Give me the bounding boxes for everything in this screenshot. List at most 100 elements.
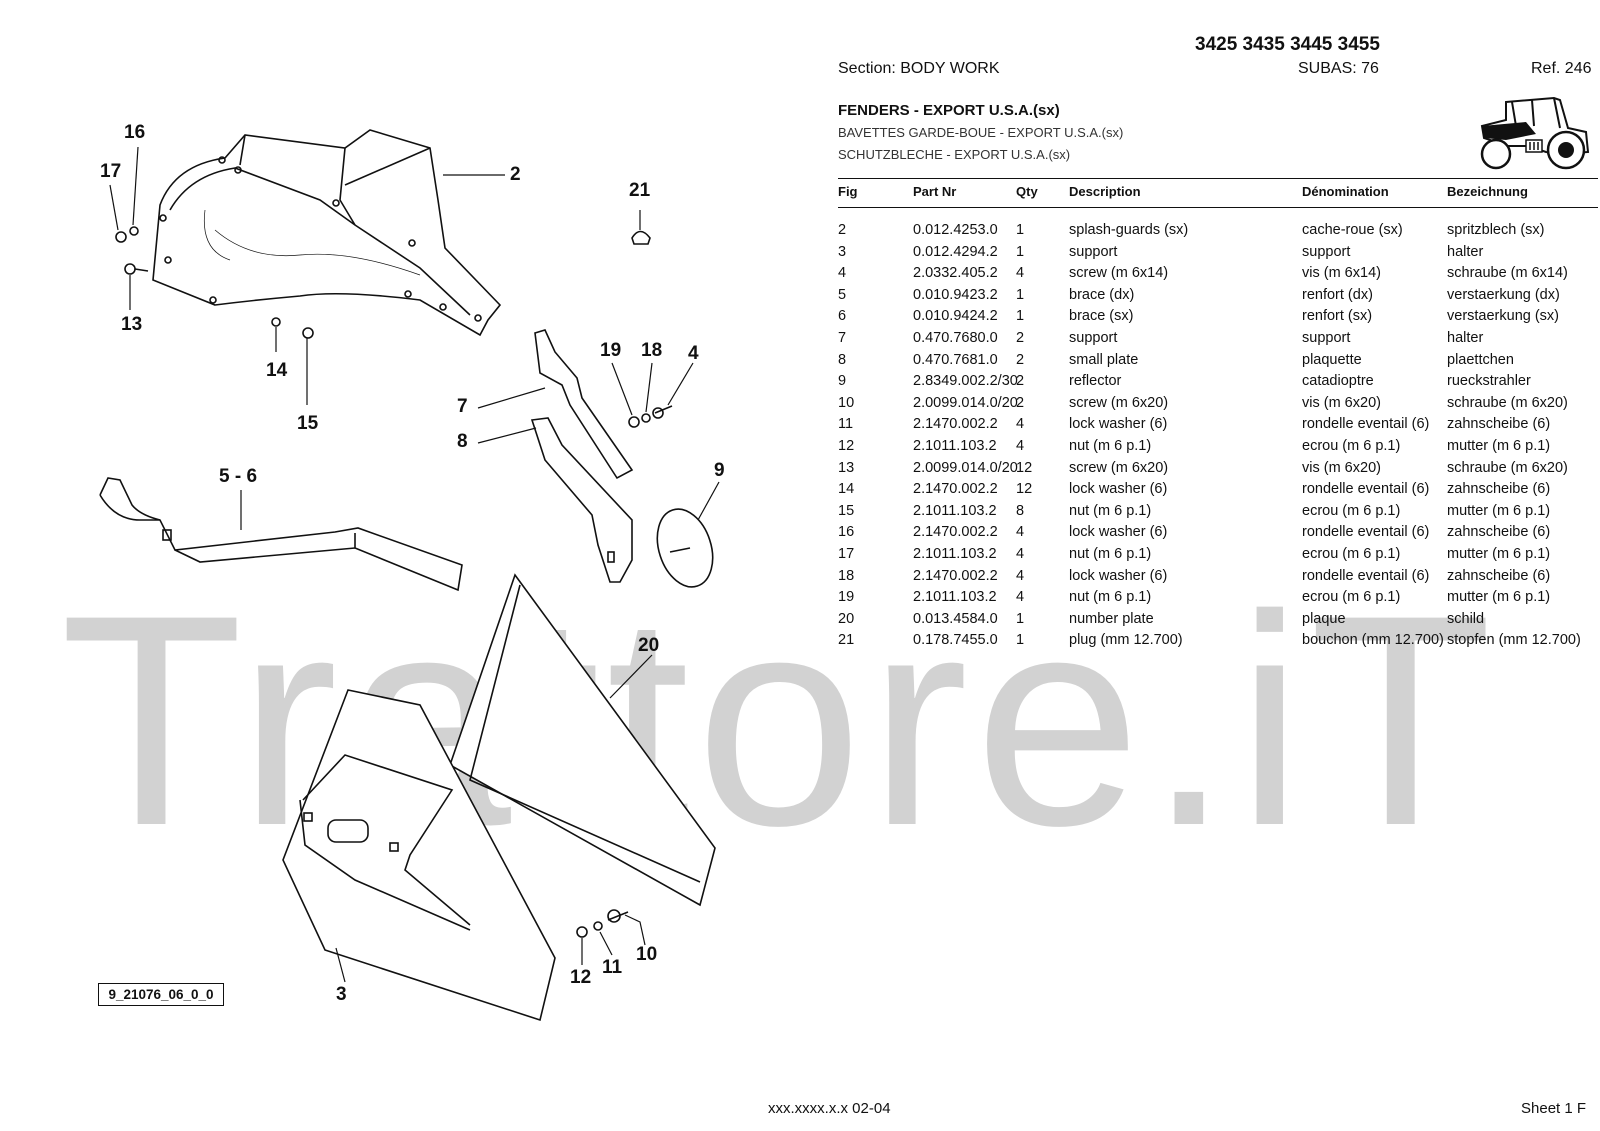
cell-description: nut (m 6 p.1) <box>1069 589 1152 606</box>
cell-denomination: renfort (sx) <box>1302 308 1373 325</box>
cell-denomination: plaque <box>1302 610 1346 627</box>
callout-19: 19 <box>600 340 622 361</box>
cell-description: screw (m 6x14) <box>1069 265 1169 282</box>
cell-fig: 21 <box>838 632 855 649</box>
cell-fig: 2 <box>838 222 847 238</box>
cell-description: screw (m 6x20) <box>1069 394 1169 411</box>
cell-description: nut (m 6 p.1) <box>1069 502 1152 519</box>
cell-fig: 8 <box>838 351 847 368</box>
cell-bezeichnung: schraube (m 6x20) <box>1447 394 1568 411</box>
callout-21: 21 <box>629 180 651 201</box>
reflector-drawing <box>656 508 714 588</box>
cell-part-nr: 2.1011.103.2 <box>913 502 997 519</box>
brace-drawing <box>99 477 463 592</box>
callout-14: 14 <box>266 360 288 381</box>
cell-fig: 4 <box>838 265 847 282</box>
callout-4: 4 <box>688 343 699 364</box>
callout-18: 18 <box>641 340 663 361</box>
callout-3: 3 <box>336 984 347 1005</box>
tractor-icon <box>1480 96 1590 170</box>
col-header-part-nr: Part Nr <box>913 184 957 199</box>
cell-qty: 1 <box>1016 286 1025 303</box>
cell-bezeichnung: verstaerkung (dx) <box>1447 286 1560 303</box>
cell-description: support <box>1069 330 1118 346</box>
subas-label: SUBAS: 76 <box>1298 60 1379 77</box>
cell-part-nr: 2.0099.014.0/20 <box>913 394 1018 411</box>
cell-part-nr: 2.1470.002.2 <box>913 481 998 498</box>
cell-qty: 4 <box>1016 546 1025 562</box>
sheet-label: Sheet 1 F <box>1521 1100 1587 1117</box>
cell-part-nr: 0.010.9424.2 <box>913 308 998 325</box>
cell-denomination: rondelle eventail (6) <box>1302 481 1430 498</box>
cell-fig: 10 <box>838 394 855 411</box>
callout-8: 8 <box>457 431 468 452</box>
cell-part-nr: 2.0099.014.0/20 <box>913 459 1018 476</box>
cell-qty: 8 <box>1016 502 1025 519</box>
col-header-denomination: Dénomination <box>1302 184 1389 199</box>
callout-17: 17 <box>100 161 122 182</box>
cell-fig: 11 <box>838 416 854 433</box>
number-plate-drawing <box>449 573 716 907</box>
cell-part-nr: 2.1011.103.2 <box>913 438 997 454</box>
cell-denomination: cache-roue (sx) <box>1302 222 1403 238</box>
cell-denomination: support <box>1302 330 1351 346</box>
cell-bezeichnung: rueckstrahler <box>1447 373 1531 390</box>
cell-bezeichnung: mutter (m 6 p.1) <box>1447 502 1551 519</box>
cell-description: lock washer (6) <box>1069 524 1168 541</box>
leader-lines <box>109 146 720 983</box>
cell-qty: 2 <box>1016 394 1025 411</box>
cell-fig: 9 <box>838 373 847 390</box>
cell-bezeichnung: schraube (m 6x20) <box>1447 459 1568 476</box>
cell-description: screw (m 6x20) <box>1069 459 1169 476</box>
callout-13: 13 <box>121 314 143 335</box>
cell-fig: 3 <box>838 243 847 260</box>
cell-part-nr: 0.010.9423.2 <box>913 286 998 303</box>
title-english: FENDERS - EXPORT U.S.A.(sx) <box>838 102 1060 119</box>
cell-qty: 12 <box>1016 459 1033 476</box>
cell-bezeichnung: schild <box>1447 610 1485 627</box>
figure-id-box: 9_21076_06_0_0 <box>98 983 224 1006</box>
cell-part-nr: 0.470.7681.0 <box>913 351 998 368</box>
cell-description: number plate <box>1069 610 1154 627</box>
cell-fig: 18 <box>838 567 855 584</box>
cell-qty: 4 <box>1016 265 1025 282</box>
cell-bezeichnung: halter <box>1447 243 1484 260</box>
cell-description: splash-guards (sx) <box>1069 222 1189 238</box>
support-drawing <box>530 329 634 583</box>
cell-denomination: ecrou (m 6 p.1) <box>1302 546 1401 562</box>
cell-part-nr: 0.013.4584.0 <box>913 610 998 627</box>
cell-bezeichnung: zahnscheibe (6) <box>1447 416 1551 433</box>
cell-qty: 4 <box>1016 416 1025 433</box>
cell-bezeichnung: spritzblech (sx) <box>1447 222 1545 238</box>
cell-bezeichnung: mutter (m 6 p.1) <box>1447 546 1551 562</box>
cell-qty: 4 <box>1016 589 1025 606</box>
cell-bezeichnung: plaettchen <box>1447 351 1514 368</box>
cell-qty: 2 <box>1016 373 1025 390</box>
col-header-bezeichnung: Bezeichnung <box>1447 184 1528 199</box>
callout-11: 11 <box>602 957 623 978</box>
cell-qty: 4 <box>1016 438 1025 454</box>
cell-part-nr: 0.012.4294.2 <box>913 243 998 260</box>
cell-denomination: plaquette <box>1302 351 1362 368</box>
cell-part-nr: 2.1011.103.2 <box>913 589 997 606</box>
cell-denomination: rondelle eventail (6) <box>1302 567 1430 584</box>
cell-denomination: rondelle eventail (6) <box>1302 416 1430 433</box>
cell-fig: 19 <box>838 589 855 606</box>
cell-qty: 12 <box>1016 481 1033 498</box>
cell-description: support <box>1069 243 1118 260</box>
cell-bezeichnung: stopfen (mm 12.700) <box>1447 632 1581 649</box>
cell-description: brace (dx) <box>1069 286 1135 303</box>
hardware-drawing <box>115 226 673 938</box>
title-french: BAVETTES GARDE-BOUE - EXPORT U.S.A.(sx) <box>838 125 1124 140</box>
footer-reference: xxx.xxxx.x.x 02-04 <box>768 1100 891 1117</box>
cell-denomination: bouchon (mm 12.700) <box>1302 632 1444 649</box>
cell-denomination: catadioptre <box>1302 373 1374 390</box>
cell-description: plug (mm 12.700) <box>1069 632 1183 649</box>
cell-qty: 1 <box>1016 243 1025 260</box>
cell-qty: 1 <box>1016 610 1025 627</box>
cell-qty: 2 <box>1016 351 1025 368</box>
cell-qty: 2 <box>1016 330 1025 346</box>
col-header-description: Description <box>1069 184 1141 199</box>
model-numbers: 3425 3435 3445 3455 <box>1195 34 1380 55</box>
cell-part-nr: 2.1011.103.2 <box>913 546 997 562</box>
